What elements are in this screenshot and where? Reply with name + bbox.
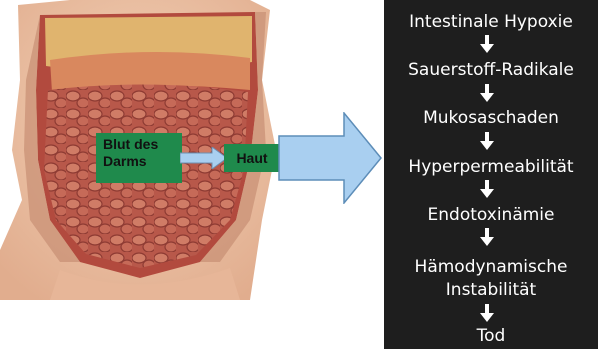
pathophysiology-cascade-panel: Intestinale Hypoxie Sauerstoff-Radikale … <box>384 0 598 349</box>
down-arrow-icon <box>480 180 494 198</box>
big-right-arrow-icon <box>278 112 382 204</box>
down-arrow-icon <box>480 84 494 102</box>
down-arrow-icon <box>480 35 494 53</box>
cascade-step-death: Tod <box>384 326 598 346</box>
cascade-step-mucosal-damage: Mukosaschaden <box>384 108 598 128</box>
cascade-step-hemodynamic: Hämodynamische <box>384 257 598 277</box>
cascade-step-instability: Instabilität <box>384 280 598 300</box>
cascade-step-intestinal-hypoxia: Intestinale Hypoxie <box>384 12 598 32</box>
intestinal-blood-label: Blut des Darms <box>96 133 182 183</box>
intestinal-blood-label-line2: Darms <box>103 153 182 170</box>
cascade-step-endotoxemia: Endotoxinämie <box>384 205 598 225</box>
skin-label: Haut <box>224 144 280 172</box>
down-arrow-icon <box>480 304 494 322</box>
cascade-step-oxygen-radicals: Sauerstoff-Radikale <box>384 60 598 80</box>
down-arrow-icon <box>480 132 494 150</box>
down-arrow-icon <box>480 228 494 246</box>
cascade-step-hyperpermeability: Hyperpermeabilität <box>384 157 598 177</box>
intestinal-blood-label-line1: Blut des <box>103 136 182 153</box>
small-right-arrow-icon <box>180 147 228 169</box>
